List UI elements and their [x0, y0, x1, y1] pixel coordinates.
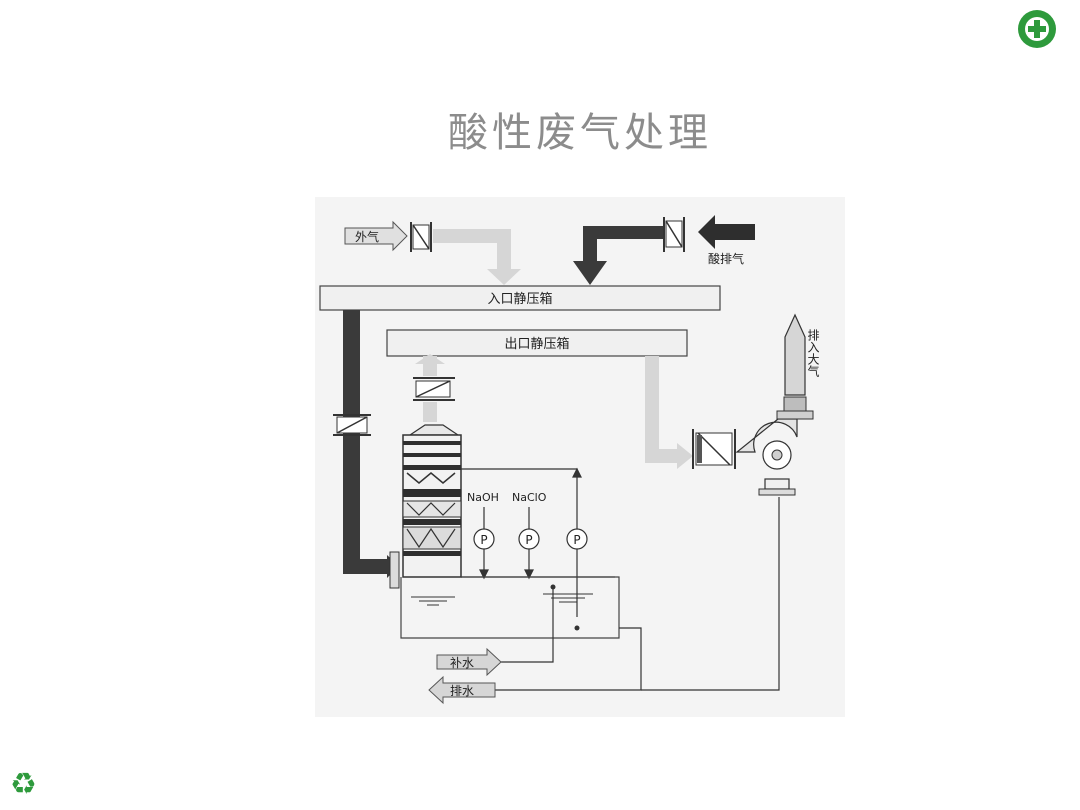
acid-exhaust-damper-icon	[663, 217, 685, 252]
exhaust-fan-icon	[735, 418, 798, 496]
outlet-plenum	[386, 329, 688, 357]
outlet-to-fan-flow	[645, 356, 736, 469]
slide-title: 酸性废气处理	[448, 110, 712, 156]
recycle-icon: ♻	[10, 767, 37, 802]
recirculation-pump-icon: P	[566, 528, 588, 550]
naclo-label: NaClO	[512, 491, 547, 504]
acid-exhaust-flow: 酸排气	[573, 215, 755, 285]
outside-air-damper-icon	[410, 222, 432, 252]
green-cross-emblem-icon	[1018, 10, 1056, 48]
dosing-lines	[479, 507, 534, 580]
tower-damper-icon	[413, 377, 455, 401]
outside-air-label: 外气	[355, 229, 379, 244]
pump-label: P	[573, 533, 580, 547]
drain-water-label: 排水	[450, 684, 474, 698]
acid-exhaust-label: 酸排气	[708, 251, 744, 266]
naoh-label: NaOH	[467, 491, 499, 504]
pump-label: P	[480, 533, 487, 547]
discharge-stack	[776, 313, 814, 420]
acid-exhaust-treatment-diagram: 外气 酸排气 入口静压箱 出口静压箱	[315, 197, 845, 717]
pump-label: P	[525, 533, 532, 547]
outlet-plenum-label: 出口静压箱	[504, 336, 569, 352]
outside-air-flow: 外气	[344, 220, 521, 285]
scrubber-tower	[402, 354, 462, 578]
sump-tank	[400, 576, 620, 639]
recirculation-line	[461, 467, 582, 617]
duct-damper-icon	[333, 414, 371, 436]
makeup-water-label: 补水	[450, 656, 474, 670]
inlet-downflow-duct	[333, 310, 400, 589]
naclo-pump-icon: P	[518, 528, 540, 550]
drain-water-flow: 排水	[428, 497, 780, 705]
fan-damper-icon	[692, 429, 736, 469]
inlet-plenum-label: 入口静压箱	[487, 291, 552, 307]
inlet-plenum	[319, 285, 721, 311]
discharge-label: 排入大气	[806, 329, 820, 377]
makeup-water-flow: 补水	[436, 587, 554, 677]
naoh-pump-icon: P	[473, 528, 495, 550]
discharge-to-atmosphere-label: 排入大气	[806, 329, 820, 377]
